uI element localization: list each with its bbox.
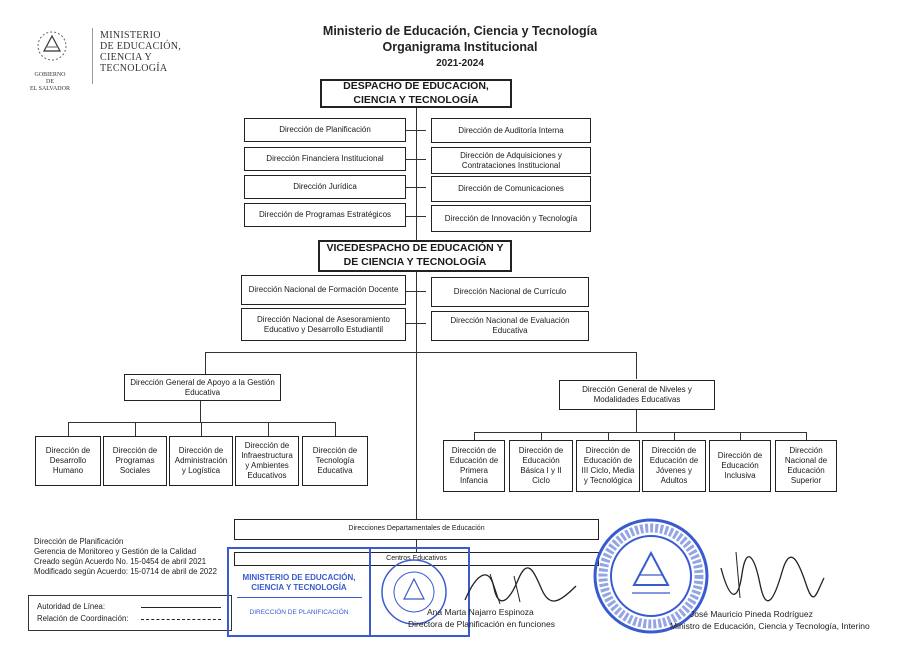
signature-left-name: Ana Marta Najarro Espinoza	[427, 607, 534, 617]
connector-line	[406, 216, 426, 217]
connector-line	[268, 422, 269, 436]
stamp-seal-icon	[381, 559, 447, 625]
coat-of-arms-logo	[36, 28, 68, 68]
connector-line	[68, 422, 336, 423]
signature-right-name: José Mauricio Pineda Rodríguez	[690, 609, 813, 619]
connector-line	[201, 422, 202, 436]
niveles-box: Dirección General de Niveles y Modalidad…	[559, 380, 715, 410]
page-period: 2021-2024	[436, 58, 484, 69]
org-unit-box: Dirección de Educación de Jóvenes y Adul…	[642, 440, 706, 492]
ministry-logo-text: MINISTERIO DE EDUCACIÓN, CIENCIA Y TECNO…	[100, 30, 182, 74]
vicedespacho-box: VICEDESPACHO DE EDUCACIÓN Y DE CIENCIA Y…	[318, 240, 512, 272]
org-unit-box: Dirección Nacional de Formación Docente	[241, 275, 406, 305]
signature-left	[464, 567, 577, 605]
org-unit-box: Dirección de Planificación	[244, 118, 406, 142]
signature-right	[720, 551, 825, 602]
org-unit-box: Dirección de Auditoría Interna	[431, 118, 591, 143]
org-unit-box: Dirección Nacional de Asesoramiento Educ…	[241, 308, 406, 341]
org-unit-box: Dirección de Educación Básica I y II Cic…	[509, 440, 573, 492]
autoridad-label: Autoridad de Línea:	[37, 602, 106, 611]
connector-line	[205, 352, 637, 353]
connector-line	[135, 422, 136, 436]
centros-box: Centros Educativos	[234, 552, 599, 566]
connector-line	[474, 432, 806, 433]
org-unit-box: Dirección de Tecnología Educativa	[302, 436, 368, 486]
org-unit-box: Dirección Jurídica	[244, 175, 406, 199]
connector-line	[416, 272, 417, 519]
org-unit-box: Dirección de Administración y Logística	[169, 436, 233, 486]
org-unit-box: Dirección Nacional de Evaluación Educati…	[431, 311, 589, 341]
connector-line	[608, 432, 609, 440]
connector-line	[406, 323, 426, 324]
gobierno-label: GOBIERNO DE EL SALVADOR	[30, 72, 70, 92]
org-unit-box: Dirección de Educación de III Ciclo, Med…	[576, 440, 640, 492]
org-unit-box: Dirección de Adquisiciones y Contratacio…	[431, 147, 591, 174]
stamp-divider	[369, 549, 371, 635]
org-unit-box: Dirección de Infraestructura y Ambientes…	[235, 436, 299, 486]
signature-left-role: Directora de Planificación en funciones	[408, 619, 555, 629]
relacion-line	[141, 619, 221, 620]
connector-line	[200, 400, 201, 422]
org-unit-box: Dirección de Desarrollo Humano	[35, 436, 101, 486]
connector-line	[474, 432, 475, 440]
connector-line	[806, 432, 807, 440]
departamentales-box: Direcciones Departamentales de Educación	[234, 519, 599, 540]
connector-line	[636, 352, 637, 379]
page-subtitle: Organigrama Institucional	[382, 40, 538, 54]
connector-line	[406, 187, 426, 188]
org-unit-box: Dirección Nacional de Educación Superior	[775, 440, 837, 492]
connector-line	[740, 432, 741, 440]
apoyo-box: Dirección General de Apoyo a la Gestión …	[124, 374, 281, 401]
page-title: Ministerio de Educación, Ciencia y Tecno…	[322, 24, 598, 38]
relacion-label: Relación de Coordinación:	[37, 614, 129, 623]
stamp-underline	[237, 597, 362, 598]
stamp-dept: DIRECCIÓN DE PLANIFICACIÓN	[249, 609, 349, 616]
org-unit-box: Dirección Financiera Institucional	[244, 147, 406, 171]
logo-divider	[92, 28, 93, 84]
connector-line	[205, 352, 206, 374]
org-unit-box: Dirección de Educación Inclusiva	[709, 440, 771, 492]
connector-line	[335, 422, 336, 436]
connector-line	[541, 432, 542, 440]
connector-line	[406, 159, 426, 160]
round-seal-icon	[593, 518, 709, 634]
footer-notes: Dirección de Planificación Gerencia de M…	[34, 537, 217, 576]
signature-right-role: Ministro de Educación, Ciencia y Tecnolo…	[670, 621, 870, 631]
despacho-box: DESPACHO DE EDUCACIÓN, CIENCIA Y TECNOLO…	[320, 79, 512, 108]
org-unit-box: Dirección de Programas Estratégicos	[244, 203, 406, 227]
autoridad-line	[141, 607, 221, 608]
org-unit-box: Dirección de Innovación y Tecnología	[431, 205, 591, 232]
legend-box: Autoridad de Línea: Relación de Coordina…	[28, 595, 232, 631]
org-unit-box: Dirección de Programas Sociales	[103, 436, 167, 486]
org-unit-box: Dirección Nacional de Currículo	[431, 277, 589, 307]
connector-line	[416, 540, 417, 552]
connector-line	[68, 422, 69, 436]
stamp-text: MINISTERIO DE EDUCACIÓN, CIENCIA Y TECNO…	[242, 573, 356, 592]
org-unit-box: Dirección de Educación de Primera Infanc…	[443, 440, 505, 492]
connector-line	[416, 107, 417, 240]
connector-line	[406, 291, 426, 292]
connector-line	[674, 432, 675, 440]
org-unit-box: Dirección de Comunicaciones	[431, 176, 591, 202]
connector-line	[406, 130, 426, 131]
connector-line	[636, 410, 637, 432]
